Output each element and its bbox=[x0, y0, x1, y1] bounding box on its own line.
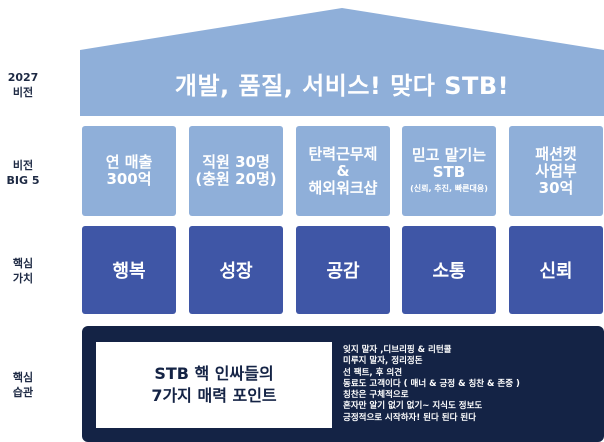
habit-item: 동료도 고객이다 ( 매너 & 긍정 & 칭찬 & 존중 ) bbox=[343, 378, 520, 389]
habits-list: 잊지 말자 ,디브리핑 & 리턴콜 미루지 말자, 정리정돈 선 팩트, 후 의… bbox=[343, 345, 598, 424]
value-tile-5: 신뢰 bbox=[509, 226, 603, 314]
big5-label: 직원 30명 (충원 20명) bbox=[195, 153, 277, 188]
habits-title-card: STB 핵 인싸들의 7가지 매력 포인트 bbox=[96, 342, 332, 428]
big5-tile-3: 탄력근무제 & 해외워크샵 bbox=[296, 126, 390, 216]
habit-item: 미루지 말자, 정리정돈 bbox=[343, 356, 423, 367]
row-label-habits: 핵심 습관 bbox=[12, 371, 34, 399]
big5-sublabel: (신뢰, 추진, 빠른대응) bbox=[410, 184, 488, 193]
habit-item: 혼자만 알기 없기 없기~ 지식도 정보도 bbox=[343, 401, 483, 412]
big5-tile-5: 패션캣 사업부 30억 bbox=[509, 126, 603, 216]
habit-item: 칭찬은 구체적으로 bbox=[343, 390, 409, 401]
big5-label: 믿고 맡기는 STB bbox=[411, 146, 487, 181]
habit-item: 잊지 말자 ,디브리핑 & 리턴콜 bbox=[343, 345, 452, 355]
habits-title-line1: STB 핵 인싸들의 bbox=[154, 364, 274, 383]
big5-tile-1: 연 매출 300억 bbox=[82, 126, 176, 216]
row-label-vision: 2027 비전 bbox=[7, 71, 39, 99]
habits-title-line2: 7가지 매력 포인트 bbox=[151, 386, 277, 405]
value-tile-2: 성장 bbox=[189, 226, 283, 314]
row-label-values: 핵심 가치 bbox=[12, 257, 34, 285]
big5-label: 패션캣 사업부 30억 bbox=[535, 144, 577, 197]
big5-tile-4: 믿고 맡기는 STB (신뢰, 추진, 빠른대응) bbox=[402, 126, 496, 216]
value-tile-4: 소통 bbox=[402, 226, 496, 314]
big5-label: 연 매출 300억 bbox=[105, 153, 153, 188]
big5-label: 탄력근무제 & 해외워크샵 bbox=[308, 144, 378, 197]
value-tile-1: 행복 bbox=[82, 226, 176, 314]
vision-roof bbox=[80, 8, 604, 116]
vision-title: 개발, 품질, 서비스! 맞다 STB! bbox=[174, 72, 510, 100]
habit-item: 선 팩트, 후 의견 bbox=[343, 367, 403, 378]
habit-item: 긍정적으로 시작하자! 된다 된다 된다 bbox=[343, 412, 477, 423]
big5-tile-2: 직원 30명 (충원 20명) bbox=[189, 126, 283, 216]
value-tile-3: 공감 bbox=[296, 226, 390, 314]
row-label-big5: 비전 BIG 5 bbox=[6, 159, 40, 187]
